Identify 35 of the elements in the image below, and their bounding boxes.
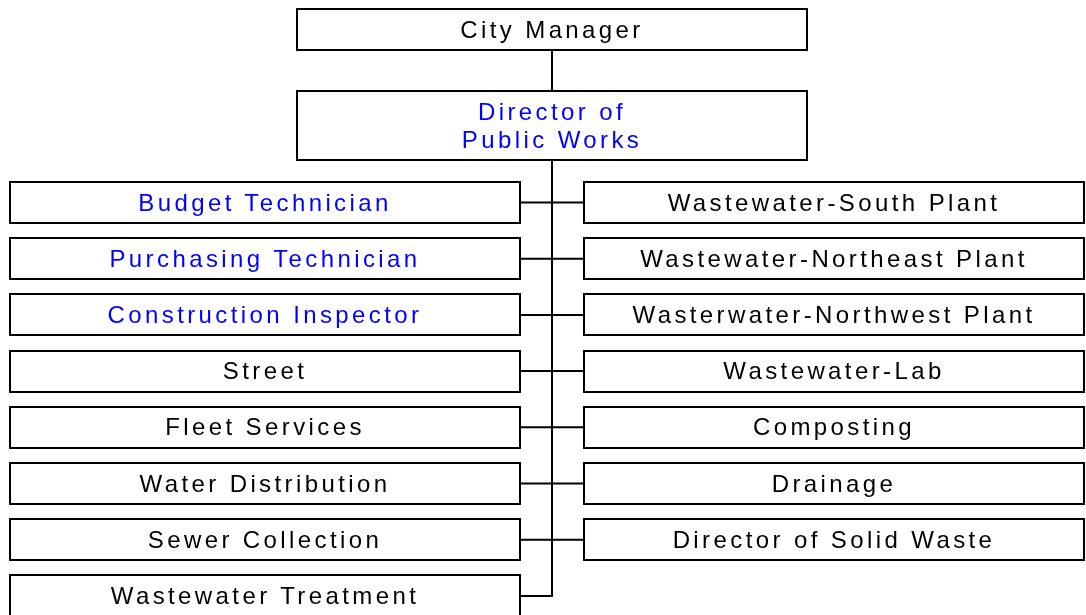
org-box [9, 349, 521, 393]
role-title: Sewer Collection [147, 525, 383, 554]
org-box [583, 293, 1085, 337]
org-box [9, 574, 521, 615]
role-title: Drainage [771, 469, 897, 498]
org-box [583, 237, 1085, 281]
org-box [9, 462, 521, 505]
role-title: Director of Public Works [460, 97, 644, 154]
org-box [583, 181, 1085, 224]
org-box [296, 90, 808, 161]
org-box [583, 349, 1085, 393]
role-title: Water Distribution [139, 469, 391, 498]
org-box [583, 405, 1085, 449]
role-title: Director of Solid Waste [672, 525, 996, 554]
org-box [9, 237, 521, 281]
role-title: Wasterwater-Northwest Plant [632, 300, 1036, 329]
role-title: Wastewater-Lab [723, 357, 945, 386]
role-title: Budget Technician [138, 188, 392, 217]
connector-line [551, 50, 553, 91]
org-box [9, 405, 521, 449]
role-title: Wastewater-South Plant [667, 188, 1001, 217]
org-box [9, 293, 521, 337]
role-title: Fleet Services [165, 413, 365, 442]
org-box [9, 518, 521, 562]
role-title: Purchasing Technician [109, 244, 421, 273]
role-title: City Manager [460, 15, 644, 44]
org-box [296, 8, 808, 51]
org-box [9, 181, 521, 224]
role-title: Wastewater-Northeast Plant [640, 244, 1028, 273]
role-title: Construction Inspector [107, 300, 423, 329]
role-title: Street [222, 357, 308, 386]
org-box [583, 518, 1085, 562]
role-title: Composting [752, 413, 916, 442]
org-box [583, 462, 1085, 505]
role-title: Wastewater Treatment [110, 581, 420, 610]
